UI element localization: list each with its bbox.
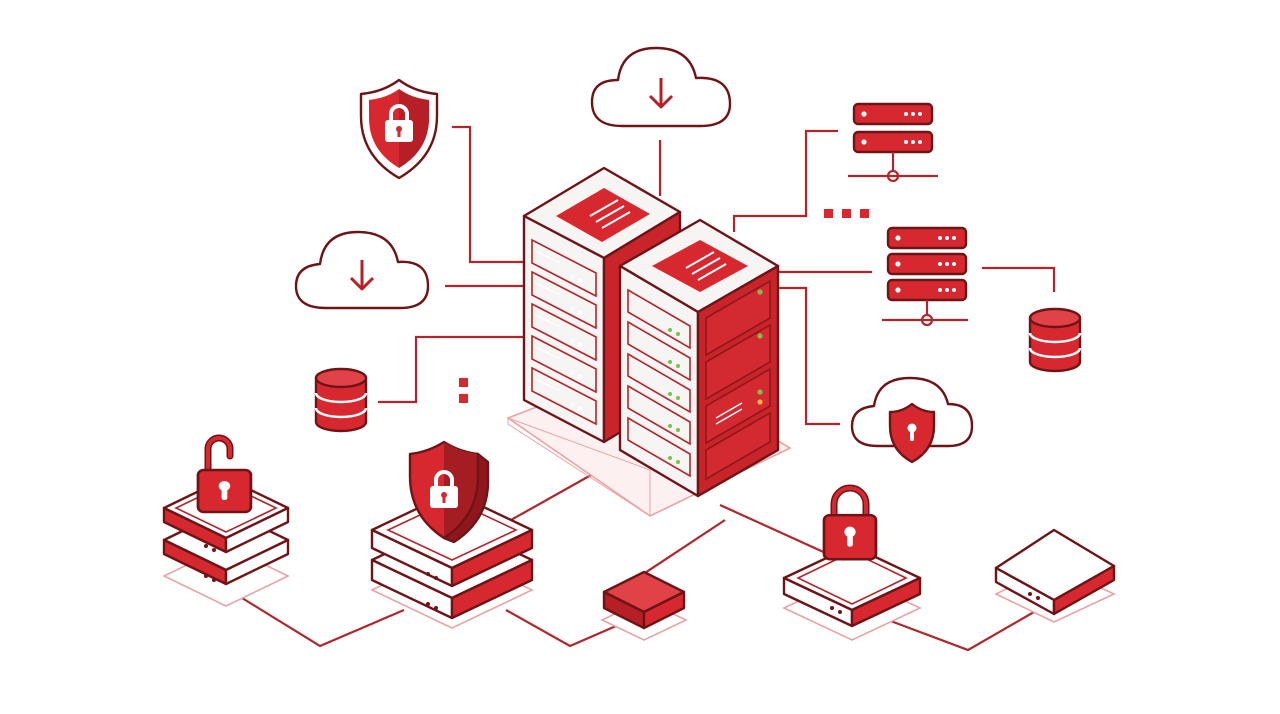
network-node-icon: [162, 476, 290, 607]
padlock-icon: [196, 434, 253, 514]
cloud-shield-icon: [850, 376, 974, 464]
network-node-icon: [782, 544, 922, 641]
shield-lock-icon: [408, 440, 490, 544]
network-node-icon: [600, 570, 688, 641]
rack-left-bays: [531, 238, 597, 426]
network-node-icon: [882, 226, 968, 327]
database-icon: [314, 367, 368, 433]
cloud-download-icon: [590, 46, 732, 128]
padlock-icon: [822, 484, 878, 561]
database-icon: [1028, 307, 1082, 373]
shield-lock-icon: [359, 78, 439, 180]
connector-lines: [241, 125, 1056, 652]
network-node-icon: [848, 102, 938, 183]
server-rack-icon: [618, 218, 780, 498]
decorative-dots: [459, 209, 869, 403]
cloud-download-icon: [294, 230, 430, 310]
network-node-icon: [994, 528, 1116, 623]
